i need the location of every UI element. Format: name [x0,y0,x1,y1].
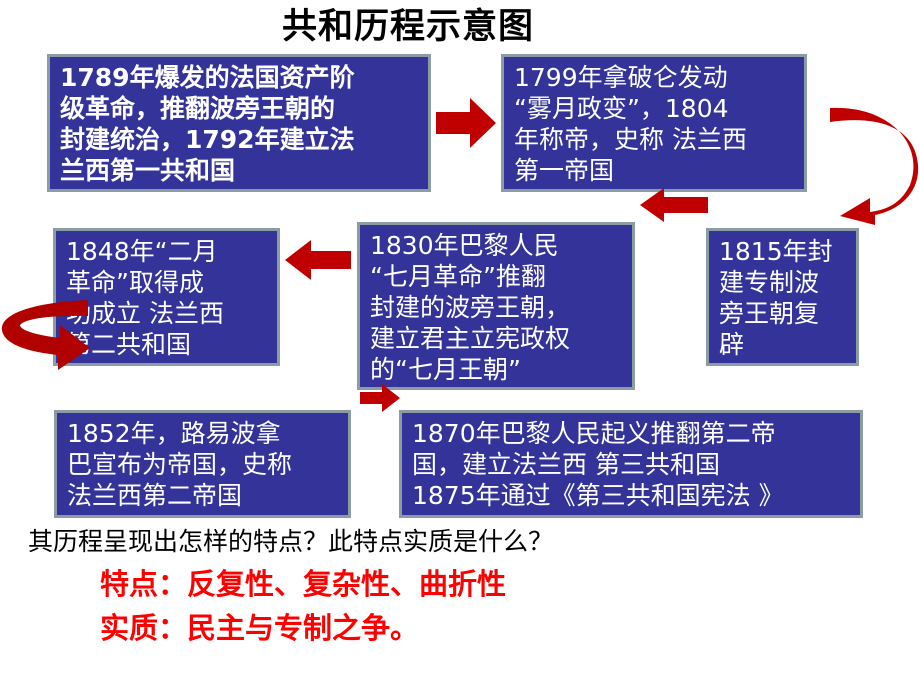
left-arrow-icon [285,240,351,280]
curved-arrow-icon [830,107,919,225]
event-box-1830: 1830年巴黎人民 “七月革命”推翻 封建的波旁王朝， 建立君主立宪政权 的“七… [357,222,635,390]
answer-essence: 实质：民主与专制之争。 [100,611,420,645]
question-text: 其历程呈现出怎样的特点？此特点实质是什么？ [28,527,554,556]
right-arrow-icon [436,98,496,148]
event-box-1852: 1852年，路易波拿 巴宣布为帝国，史称 法兰西第二帝国 [54,410,351,518]
event-box-1815: 1815年封 建专制波 旁王朝复 辟 [706,228,859,366]
event-box-1870: 1870年巴黎人民起义推翻第二帝 国，建立法兰西 第三共和国 1875年通过《第… [399,410,863,518]
event-box-1799: 1799年拿破仑发动 “雾月政变”，1804 年称帝，史称 法兰西 第一帝国 [501,54,807,192]
event-box-1848: 1848年“二月 革命”取得成 功成立 法兰西 第二共和国 [53,228,280,366]
page-title: 共和历程示意图 [282,7,535,47]
left-arrow-icon [640,188,708,222]
event-box-1789: 1789年爆发的法国资产阶 级革命，推翻波旁王朝的 封建统治，1792年建立法 … [47,54,431,192]
curved-arrow-icon [1,300,90,370]
answer-feature: 特点：反复性、复杂性、曲折性 [100,567,507,601]
right-arrow-icon [360,384,400,412]
